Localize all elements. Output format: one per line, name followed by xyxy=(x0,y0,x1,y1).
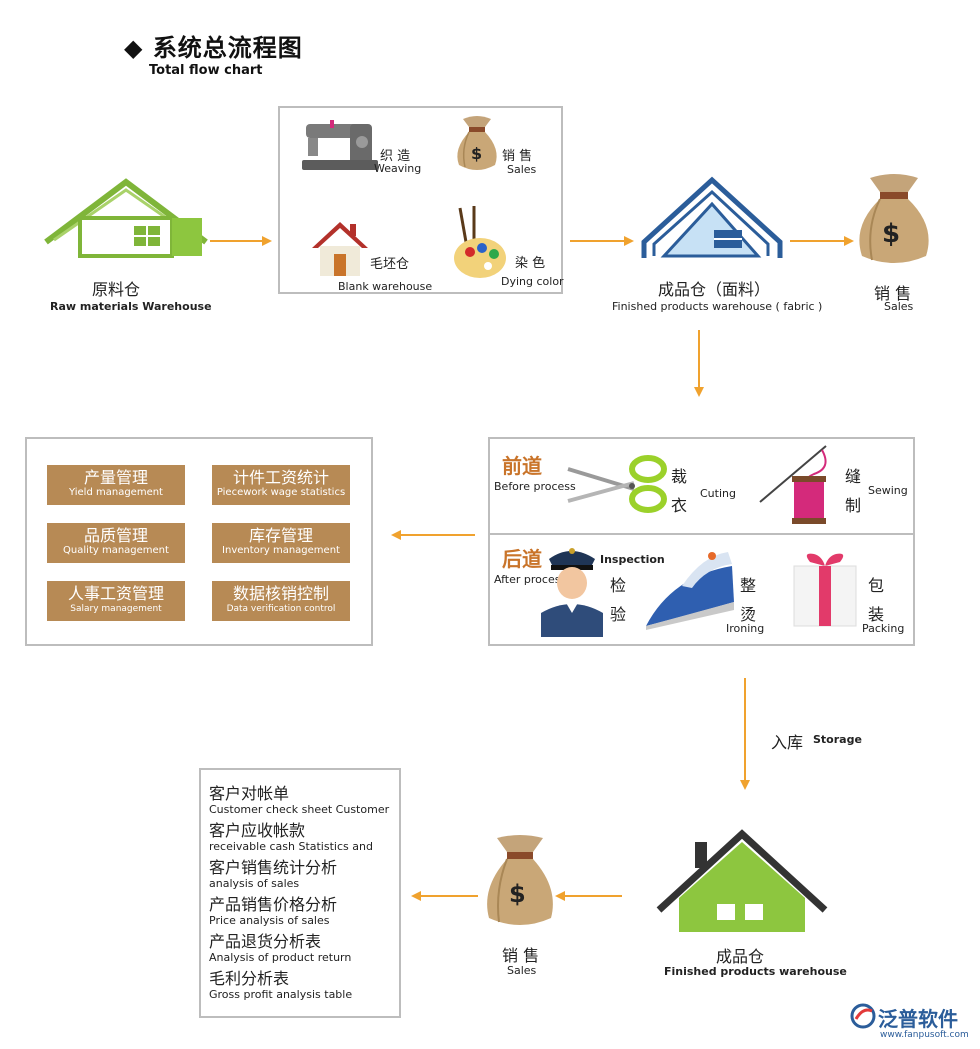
inspection-c2: 验 xyxy=(610,605,627,624)
packing-c2: 装 xyxy=(868,605,885,624)
small-sales-label-en: Sales xyxy=(507,163,537,176)
gift-box-icon xyxy=(793,553,857,627)
report-item-cn: 客户应收帐款 xyxy=(209,821,306,840)
small-sales-label-cn: 销 售 xyxy=(502,149,533,164)
weaving-label-cn: 织 造 xyxy=(380,149,411,164)
paint-palette-icon xyxy=(454,206,506,278)
page-subtitle: Total flow chart xyxy=(149,63,263,78)
report-item-cn: 客户销售统计分析 xyxy=(209,858,338,877)
report-item-cn: 毛利分析表 xyxy=(209,969,290,988)
finished-fabric-label-en: Finished products warehouse ( fabric ) xyxy=(612,300,823,313)
logo-url: www.fanpusoft.com xyxy=(880,1030,969,1040)
report-item-en: analysis of sales xyxy=(209,877,300,890)
svg-text:$: $ xyxy=(882,219,900,249)
finished-warehouse-label-en: Finished products warehouse xyxy=(664,965,847,978)
ironing-c2: 烫 xyxy=(740,605,757,624)
after-process-en: After process xyxy=(494,573,567,586)
bottom-sales-label-en: Sales xyxy=(507,964,537,977)
cutting-c2: 衣 xyxy=(671,496,688,515)
scissors-icon xyxy=(567,455,667,513)
finished-fabric-house-icon xyxy=(641,176,783,258)
report-item-en: Analysis of product return xyxy=(209,951,352,964)
dying-label-cn: 染 色 xyxy=(515,256,546,271)
report-item-en: receivable cash Statistics and xyxy=(209,840,373,853)
report-item-en: Customer check sheet Customer xyxy=(209,803,390,816)
inspection-en: Inspection xyxy=(600,553,665,566)
sales-money-bag-large-icon: $ xyxy=(859,174,929,263)
ironing-en: Ironing xyxy=(726,622,765,635)
raw-warehouse-label-cn: 原料仓 xyxy=(92,280,141,299)
blank-label-en: Blank warehouse xyxy=(338,280,433,293)
packing-en: Packing xyxy=(862,622,905,635)
blank-warehouse-house-icon xyxy=(312,222,368,276)
storage-label-en: Storage xyxy=(813,733,862,746)
storage-label-cn: 入库 xyxy=(771,733,804,752)
reports-box: 客户对帐单 Customer check sheet Customer 客户应收… xyxy=(199,768,401,1018)
report-item-cn: 产品销售价格分析 xyxy=(209,895,338,914)
inspection-c1: 检 xyxy=(610,576,627,595)
packing-c1: 包 xyxy=(868,576,885,595)
sewing-en: Sewing xyxy=(868,484,908,497)
sewing-c2: 制 xyxy=(845,496,862,515)
svg-text:$: $ xyxy=(509,880,526,908)
needle-thread-icon xyxy=(759,445,827,524)
dying-label-en: Dying color xyxy=(501,275,564,288)
sewing-c1: 缝 xyxy=(845,467,862,486)
finished-warehouse-house-icon xyxy=(656,829,828,932)
weaving-label-en: Weaving xyxy=(374,162,422,175)
after-process-title: 后道 xyxy=(502,547,542,571)
sewing-machine-icon xyxy=(302,120,378,170)
inspector-icon xyxy=(541,548,603,637)
bottom-sales-label-cn: 销 售 xyxy=(502,946,540,965)
report-item-cn: 产品退货分析表 xyxy=(209,932,322,951)
finished-fabric-label-cn: 成品仓（面料） xyxy=(658,280,771,299)
report-item-cn: 客户对帐单 xyxy=(209,784,290,803)
svg-text:$: $ xyxy=(471,144,482,163)
process-divider xyxy=(490,533,913,535)
page-title: ◆ 系统总流程图 xyxy=(124,34,303,62)
logo-name: 泛普软件 xyxy=(878,1007,958,1031)
ironing-c1: 整 xyxy=(740,576,757,595)
cutting-c1: 裁 xyxy=(671,467,688,486)
raw-warehouse-label-en: Raw materials Warehouse xyxy=(50,300,212,313)
sales-money-bag-icon: $ xyxy=(457,116,497,170)
blank-label-cn: 毛坯仓 xyxy=(370,257,410,272)
report-item-en: Gross profit analysis table xyxy=(209,988,353,1001)
finished-warehouse-label-cn: 成品仓 xyxy=(716,947,765,966)
before-process-title: 前道 xyxy=(502,454,542,478)
cutting-en: Cuting xyxy=(700,487,736,500)
iron-icon xyxy=(646,552,734,630)
bottom-money-bag-icon: $ xyxy=(487,835,553,925)
before-process-en: Before process xyxy=(494,480,576,493)
raw-warehouse-house-icon xyxy=(44,178,208,258)
report-item-en: Price analysis of sales xyxy=(209,914,330,927)
fanpu-logo-icon xyxy=(850,1003,876,1029)
top-sales-label-cn: 销 售 xyxy=(874,284,912,303)
top-sales-label-en: Sales xyxy=(884,300,914,313)
